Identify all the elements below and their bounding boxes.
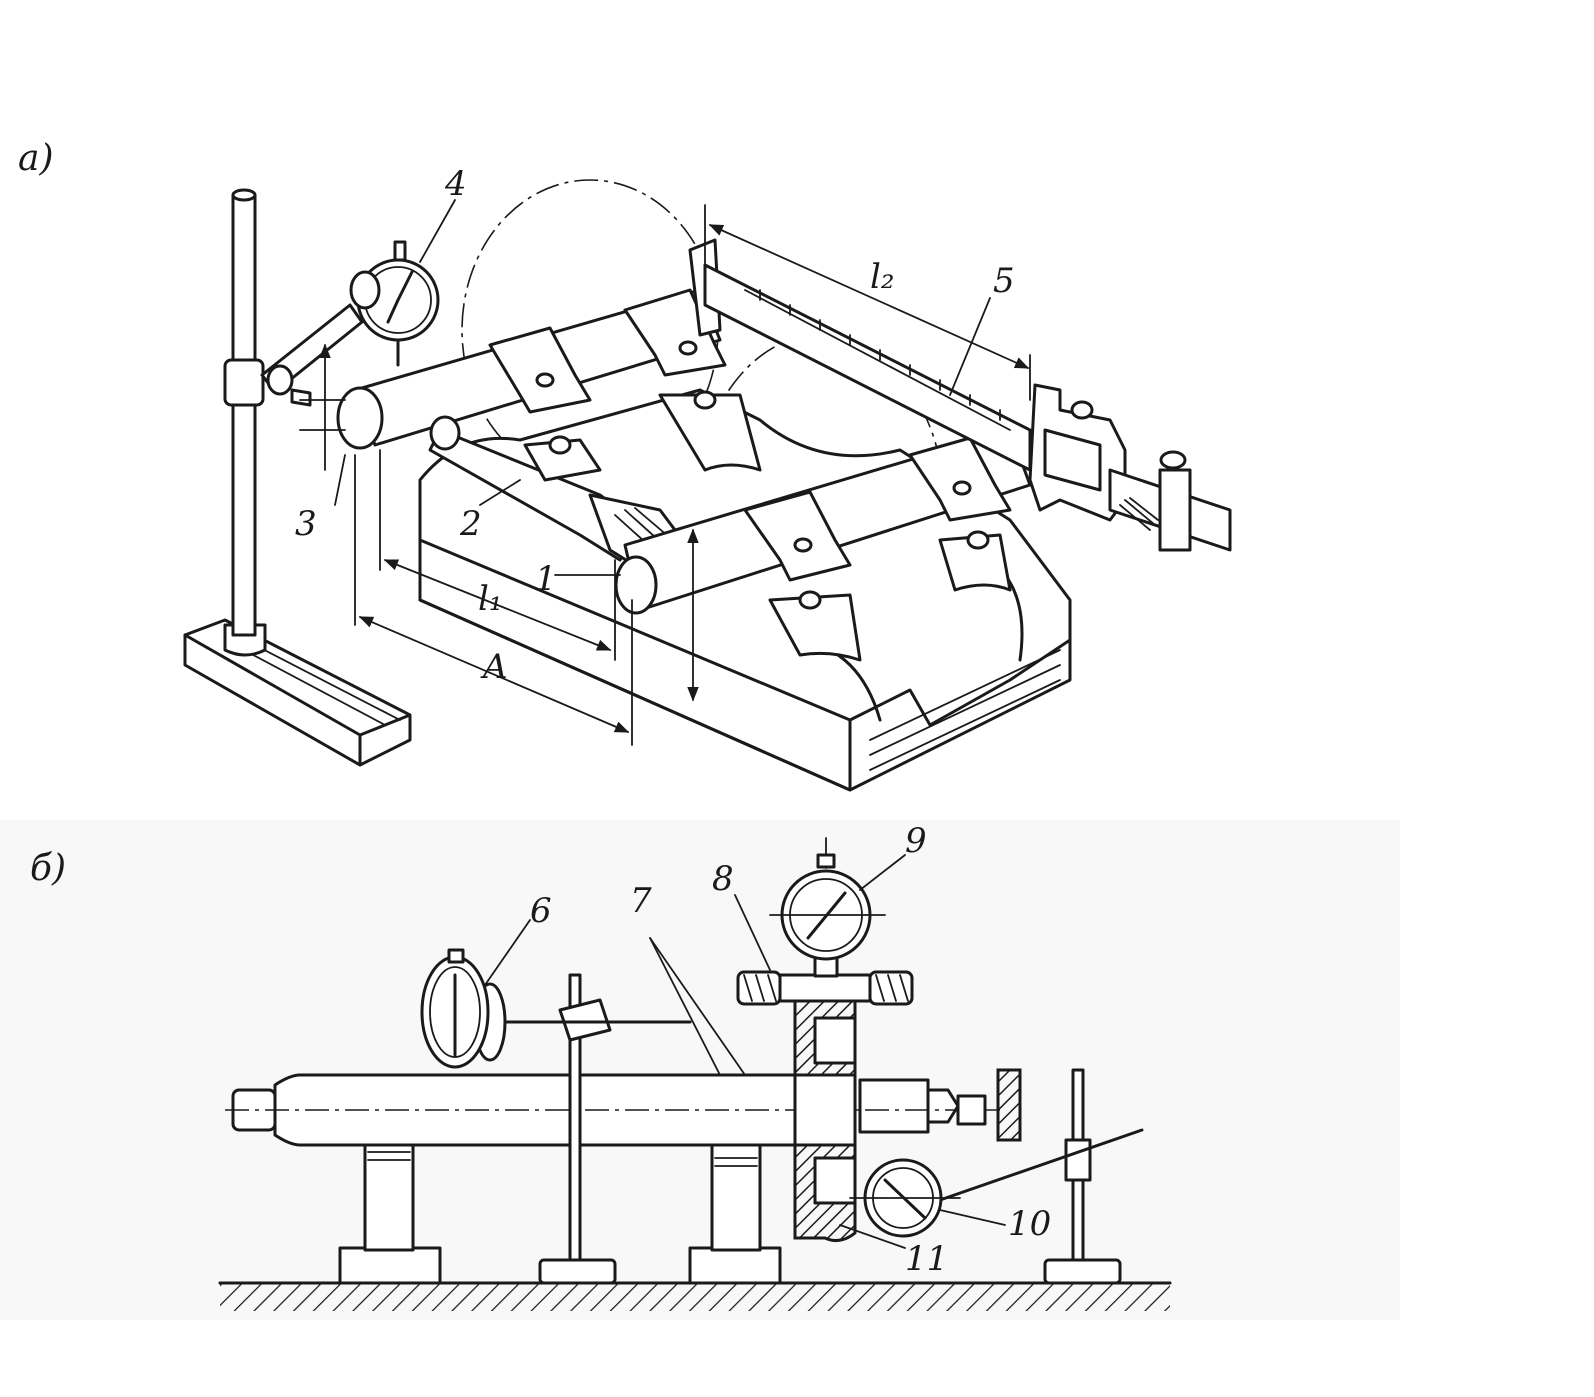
indicator-stand-a	[183, 188, 412, 767]
panel-b-label: б)	[30, 848, 66, 889]
gear-disc-11	[793, 993, 857, 1243]
label-8: 8	[712, 859, 734, 899]
leaders-b	[484, 854, 1006, 1249]
label-3: 3	[295, 504, 317, 544]
dimension-lines-a	[290, 204, 1031, 746]
label-7: 7	[630, 881, 652, 921]
label-5: 5	[993, 261, 1015, 301]
ground-hatch	[220, 1283, 1170, 1311]
label-A: A	[480, 647, 508, 687]
dial-indicator-10	[849, 1068, 1144, 1285]
label-9: 9	[905, 821, 927, 861]
label-6: 6	[530, 891, 552, 931]
leaders-a	[334, 199, 991, 576]
shaft-1	[428, 415, 1032, 615]
panel-a: a)	[18, 138, 1232, 792]
panel-a-label: a)	[18, 138, 54, 179]
dial-indicator-6	[420, 948, 692, 1285]
shaft-3	[336, 238, 727, 450]
label-l1: l₁	[478, 579, 503, 619]
tailstock-center	[956, 1068, 1022, 1142]
label-l2: l₂	[870, 257, 895, 297]
label-4: 4	[444, 164, 467, 204]
label-1: 1	[535, 559, 557, 599]
label-2: 2	[459, 504, 482, 544]
label-10: 10	[1008, 1204, 1051, 1244]
label-11: 11	[905, 1239, 948, 1279]
dial-indicator-4	[349, 240, 440, 367]
dial-indicator-9	[769, 837, 886, 961]
panel-b: б)	[30, 821, 1172, 1311]
knurled-bar-8	[736, 956, 914, 1006]
